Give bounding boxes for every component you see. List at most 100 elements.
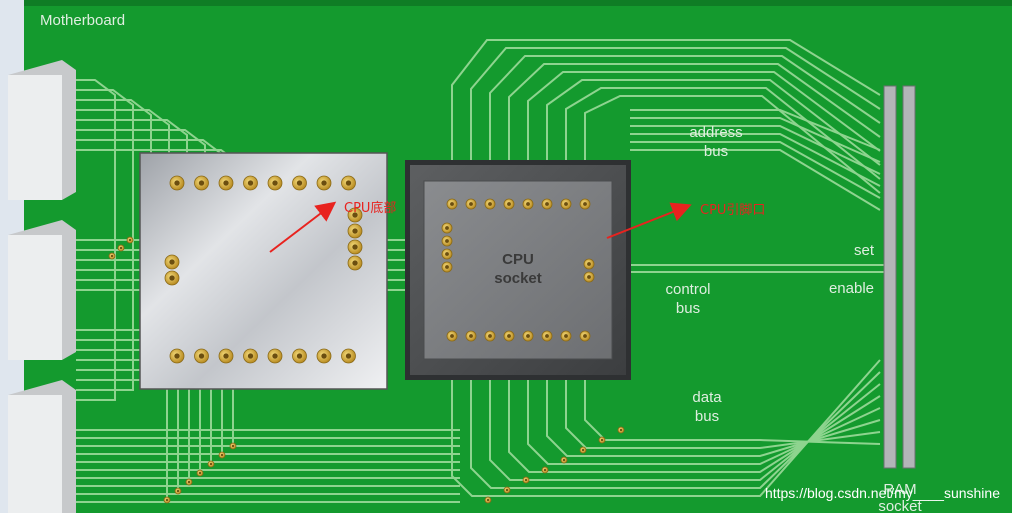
board-edge: [24, 0, 1012, 6]
cpu-pad: [347, 255, 363, 271]
address-bus-label-line2: bus: [704, 143, 728, 160]
cpu-pad: [169, 175, 185, 191]
cpu-pad: [347, 223, 363, 239]
socket-pin: [583, 258, 595, 270]
cpu-socket-label-line1: CPU: [502, 251, 534, 268]
watermark: https://blog.csdn.net/my____sunshine: [765, 485, 1000, 501]
socket-pin: [465, 330, 477, 342]
cpu-pins-annotation: CPU引脚口: [700, 202, 765, 218]
trace-pad: [117, 244, 125, 252]
socket-pin: [441, 222, 453, 234]
socket-pin: [522, 198, 534, 210]
left-bus-trace: [76, 79, 116, 401]
socket-pin: [522, 330, 534, 342]
cpu-pad: [292, 175, 307, 191]
enable-label: enable: [829, 280, 874, 297]
cpu-bottom-annotation: CPU底部: [344, 200, 396, 216]
socket-pin: [441, 248, 453, 260]
trace-pad: [579, 446, 587, 454]
data-bus-label-line2: bus: [695, 408, 719, 425]
cpu-pad: [341, 175, 356, 191]
socket-pin: [465, 198, 477, 210]
cpu-pad: [164, 254, 180, 270]
cpu-pad: [164, 270, 180, 286]
trace-pad: [617, 426, 625, 434]
cpu-pins-arrow: [606, 202, 692, 239]
left-bus-trace: [76, 89, 134, 391]
cpu-pad: [243, 175, 258, 191]
address-trace-lower: [630, 141, 881, 199]
socket-pin: [484, 198, 496, 210]
control-bus-label-line1: control: [665, 281, 710, 298]
trace-pad: [503, 486, 511, 494]
cpu-pad: [218, 175, 234, 191]
socket-pin: [579, 198, 591, 210]
cpu-pad: [347, 239, 363, 255]
trace-pad: [174, 487, 182, 495]
trace-pad: [484, 496, 492, 504]
address-trace: [508, 63, 881, 165]
trace-pad: [207, 460, 215, 468]
address-trace: [546, 79, 881, 166]
socket-pin: [541, 198, 553, 210]
data-bus-label-line1: data: [692, 389, 722, 406]
socket-pin: [484, 330, 496, 342]
trace-pad: [108, 252, 116, 260]
control-bus-label-line2: bus: [676, 300, 700, 317]
address-trace: [451, 39, 881, 165]
data-trace: [546, 380, 881, 457]
cpu-pad: [169, 348, 185, 364]
data-trace: [470, 371, 881, 489]
ram-socket-label-line2: socket: [878, 498, 922, 513]
trace-pad: [126, 236, 134, 244]
socket-pin: [441, 261, 453, 273]
set-label: set: [854, 242, 875, 259]
cpu-socket-label-line2: socket: [494, 270, 542, 287]
trace-pad: [229, 442, 237, 450]
cpu-pad: [316, 348, 332, 364]
address-trace-lower: [630, 109, 881, 151]
cpu-pad: [316, 175, 332, 191]
socket-pin: [503, 198, 515, 210]
address-trace-lower: [630, 149, 881, 211]
cpu-pad: [341, 348, 356, 364]
trace-pad: [560, 456, 568, 464]
data-trace: [527, 380, 881, 465]
trace-pad: [218, 451, 226, 459]
address-trace: [527, 71, 881, 165]
cpu-pad: [243, 348, 258, 364]
connector-top: [8, 60, 76, 200]
data-trace: [508, 380, 881, 473]
address-trace: [489, 55, 881, 165]
trace-pad: [196, 469, 204, 477]
trace-pad: [598, 436, 606, 444]
connector-bottom: [8, 380, 76, 513]
cpu-socket-pins: [441, 198, 595, 342]
cpu-pad: [347, 207, 363, 223]
data-trace: [565, 380, 881, 449]
cpu-pad: [218, 348, 234, 364]
left-connectors: [8, 60, 76, 513]
connector-middle: [8, 220, 76, 360]
cpu-pad: [194, 175, 209, 191]
address-trace: [470, 47, 881, 165]
cpu-chip-bottom-view: [139, 152, 388, 390]
ram-socket-label-line1: RAM: [883, 481, 916, 498]
cpu-bottom-arrow: [269, 201, 337, 253]
cpu-socket: CPU socket: [405, 160, 631, 380]
address-trace: [565, 87, 881, 180]
socket-pin: [560, 330, 572, 342]
address-trace-lower: [630, 125, 881, 175]
ram-socket: RAM socket: [878, 85, 923, 513]
trace-pad: [163, 496, 171, 504]
cpu-pad: [267, 175, 283, 191]
socket-pin: [441, 235, 453, 247]
cpu-pad: [267, 348, 283, 364]
socket-pin: [560, 198, 572, 210]
cpu-pad: [194, 348, 209, 364]
left-bus-trace: [76, 109, 170, 371]
left-bus-trace: [76, 99, 152, 381]
address-bus-label-line1: address: [689, 124, 742, 141]
socket-pin: [541, 330, 553, 342]
